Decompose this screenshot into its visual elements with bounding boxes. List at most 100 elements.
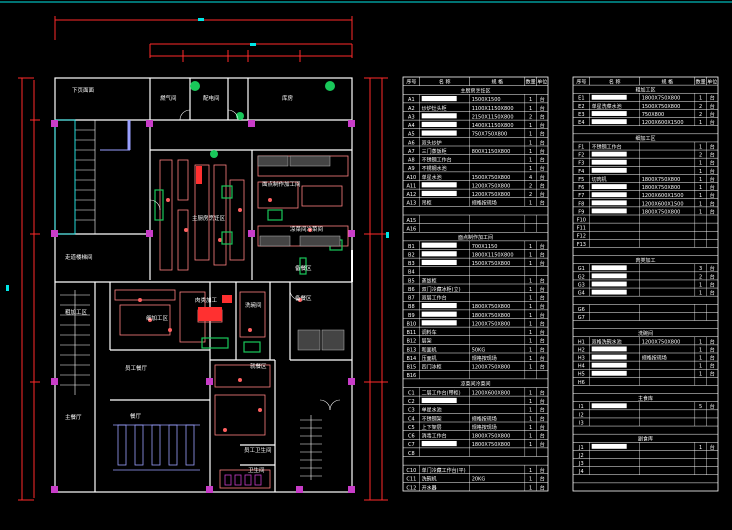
table-cell-code: E1 <box>578 96 584 102</box>
table-cell-qty: 1 <box>529 408 532 414</box>
table-cell-unit: 台 <box>710 354 715 361</box>
table-cell-qty: 1 <box>529 158 532 164</box>
table-cell-code: C10 <box>406 468 416 474</box>
stairs-east <box>300 415 322 480</box>
table-cell-qty: 1 <box>699 177 702 183</box>
room-label-staff-toilet: 员工卫生间 <box>244 446 272 454</box>
table-name-bar <box>421 121 457 128</box>
doors <box>149 109 341 411</box>
room-label-washing: 洗碗间 <box>245 301 262 309</box>
table-header-cell: 名 称 <box>439 79 451 86</box>
table-cell-qty: 3 <box>699 266 702 272</box>
table-cell-code: A10 <box>406 175 416 181</box>
table-cell-unit: 台 <box>540 441 545 448</box>
table-cell-qty: 1 <box>529 330 532 336</box>
table-cell-qty: 5 <box>699 404 702 410</box>
table-cell-unit: 台 <box>710 363 715 370</box>
table-name-bar <box>421 320 457 326</box>
room-label-meat: 肉类加工 <box>195 296 218 304</box>
table-cell-code: B11 <box>406 330 416 336</box>
dining-tables <box>113 424 200 471</box>
table-cell-unit: 台 <box>710 265 715 272</box>
table-cell-spec: 1800X750X800 <box>472 313 511 319</box>
table-cell-unit: 台 <box>540 476 545 483</box>
table-cell-qty: 1 <box>529 434 532 440</box>
table-name-bar <box>591 273 627 279</box>
table-cell-spec: 1200X600X1500 <box>642 201 684 207</box>
table-name-bar <box>421 113 457 119</box>
table-cell-qty: 1 <box>529 287 532 293</box>
table-cell-name: 不锈钢工作台 <box>422 157 452 164</box>
table-cell-unit: 台 <box>540 329 545 336</box>
table-cell-qty: 1 <box>529 261 532 267</box>
room-label-rough: 粗加工区 <box>65 308 88 316</box>
table-cell-code: F9 <box>578 209 584 215</box>
table-cell-code: J3 <box>578 461 584 467</box>
table-cell-qty: 1 <box>699 169 702 175</box>
red-equipment <box>196 166 232 321</box>
table-cell-spec: 1800X750X800 <box>472 434 511 440</box>
table-name-bar <box>591 443 627 449</box>
room-label-return: 备餐区 <box>295 294 312 302</box>
table-header-cell: 序号 <box>406 79 416 86</box>
table-name-bar <box>591 281 627 287</box>
table-cell-qty: 1 <box>699 291 702 297</box>
table-cell-code: A11 <box>406 183 416 189</box>
table-name-bar <box>421 311 457 317</box>
table-cell-spec: 700X1150 <box>472 244 498 250</box>
table-cell-qty: 1 <box>699 201 702 207</box>
table-cell-qty: 2 <box>529 192 532 198</box>
table-cell-name: 双层工作台 <box>422 295 447 302</box>
table-cell-unit: 台 <box>710 346 715 353</box>
table-cell-unit: 台 <box>540 389 545 396</box>
table-cell-qty: 1 <box>699 209 702 215</box>
kitchen-floor-plan: 下页面面 燃气间 配电间 库房 主厨房烹饪区 面点制作加工间 凉菜间冷菜间 备餐… <box>6 16 389 501</box>
table-cell-code: I1 <box>579 404 584 410</box>
table-cell-code: B5 <box>408 278 415 284</box>
table-cell-unit: 台 <box>710 444 715 451</box>
green-units <box>154 185 343 353</box>
table-cell-qty: 2 <box>699 112 702 118</box>
table-cell-code: A5 <box>408 132 415 138</box>
table-cell-code: B7 <box>408 296 415 302</box>
room-labels: 下页面面 燃气间 配电间 库房 主厨房烹饪区 面点制作加工间 凉菜间冷菜间 备餐… <box>65 87 323 474</box>
table-cell-spec: 1200X750X800 <box>472 321 511 327</box>
table-cell-unit: 台 <box>540 165 545 172</box>
table-cell-name: 切肉机 <box>592 176 607 183</box>
table-cell-unit: 台 <box>710 200 715 207</box>
table-cell-qty: 1 <box>529 304 532 310</box>
table-name-bar <box>421 397 457 404</box>
table-cell-code: F2 <box>578 153 584 159</box>
table-cell-name: 单门冷藏工作台(平) <box>422 467 466 474</box>
table-name-bar <box>591 94 627 100</box>
table-cell-unit: 台 <box>540 407 545 414</box>
table-cell-qty: 1 <box>699 161 702 167</box>
table-cell-code: A6 <box>408 140 415 146</box>
table-section-title: 面点制作加工间 <box>458 234 493 241</box>
table-cell-spec: 1800X1150X800 <box>472 252 514 258</box>
table-cell-code: B10 <box>406 321 416 327</box>
room-label-gas-room: 燃气间 <box>160 94 177 102</box>
table-cell-name: 上下架层 <box>422 424 442 431</box>
table-cell-code: C3 <box>408 408 415 414</box>
table-cell-unit: 台 <box>710 168 715 175</box>
table-name-bar <box>591 362 627 368</box>
table-cell-qty: 2 <box>699 153 702 159</box>
table-cell-qty: 1 <box>529 442 532 448</box>
table-cell-qty: 1 <box>529 201 532 207</box>
table-cell-spec: 1500X750X800 <box>472 175 511 181</box>
table-cell-unit: 台 <box>540 364 545 371</box>
table-cell-code: F13 <box>577 242 586 248</box>
table-cell-qty: 2 <box>699 274 702 280</box>
table-cell-code: A1 <box>408 97 415 103</box>
table-cell-name: 调料车 <box>422 329 437 336</box>
table-cell-unit: 台 <box>540 200 545 207</box>
table-cell-qty: 1 <box>529 106 532 112</box>
room-label-fine: 细加工区 <box>146 314 169 322</box>
table-cell-code: B6 <box>408 287 415 293</box>
table-name-bar <box>421 251 457 257</box>
table-cell-code: G6 <box>578 307 585 313</box>
table-cell-spec: 1500X750X800 <box>642 104 681 110</box>
table-cell-code: A4 <box>408 123 415 129</box>
table-cell-code: B3 <box>408 261 415 267</box>
